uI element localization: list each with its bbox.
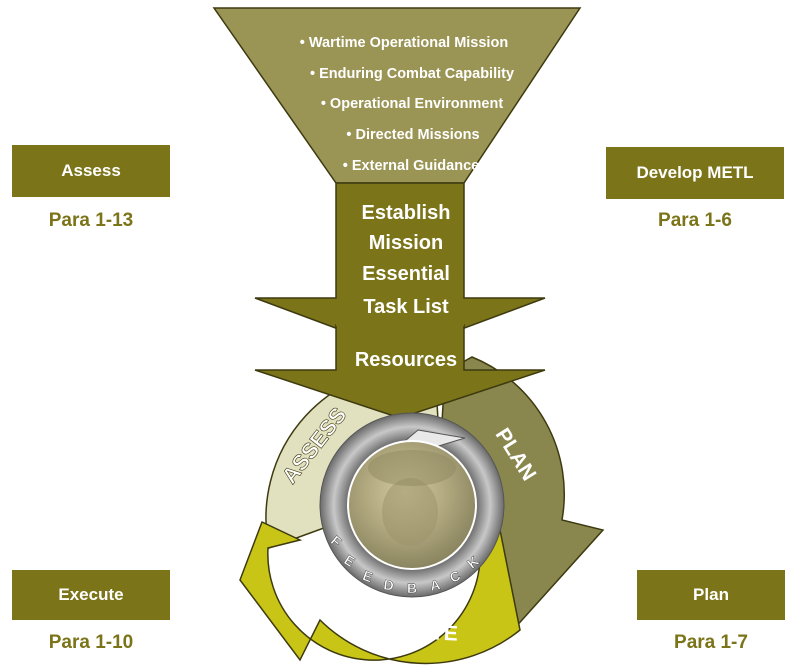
assess-label: Assess: [61, 161, 121, 180]
funnel-item: • Enduring Combat Capability: [310, 66, 514, 82]
funnel-item: • Directed Missions: [346, 127, 479, 143]
execute-segment: [239, 520, 521, 665]
stem-block: [254, 182, 546, 353]
stem-line: Establish: [362, 202, 451, 224]
develop-metl-label: Develop METL: [636, 163, 754, 182]
plan-para: Para 1-7: [674, 632, 748, 653]
develop-para: Para 1-6: [658, 210, 732, 231]
funnel-item: • External Guidance: [343, 158, 479, 174]
photo-helmet-shading: [368, 450, 456, 486]
feedback-letter: D: [383, 576, 395, 593]
execute-label-box: Execute: [12, 570, 170, 620]
plan-label-box: Plan: [637, 570, 785, 620]
stem-overlap: [336, 300, 464, 326]
funnel-item: • Operational Environment: [321, 96, 503, 112]
assess-para: Para 1-13: [48, 210, 134, 231]
stem-line: Essential: [362, 263, 450, 285]
assess-label-box: Assess: [12, 145, 170, 197]
execute-para: Para 1-10: [48, 632, 134, 653]
feedback-letter: B: [407, 580, 417, 596]
execute-cycle-label: EXECUTE: [358, 617, 458, 645]
resources-label: Resources: [355, 349, 457, 371]
funnel-items: • Wartime Operational Mission • Enduring…: [300, 35, 514, 174]
funnel-item: • Wartime Operational Mission: [300, 35, 508, 51]
feedback-letter: A: [429, 576, 442, 594]
stem-line: Task List: [363, 296, 449, 318]
photo-face-shading: [382, 478, 438, 546]
stem-line: Mission: [369, 232, 443, 254]
develop-metl-label-box: Develop METL: [606, 147, 784, 199]
execute-label: Execute: [58, 585, 124, 604]
resources-arrow: [254, 324, 546, 419]
plan-label: Plan: [693, 585, 729, 604]
